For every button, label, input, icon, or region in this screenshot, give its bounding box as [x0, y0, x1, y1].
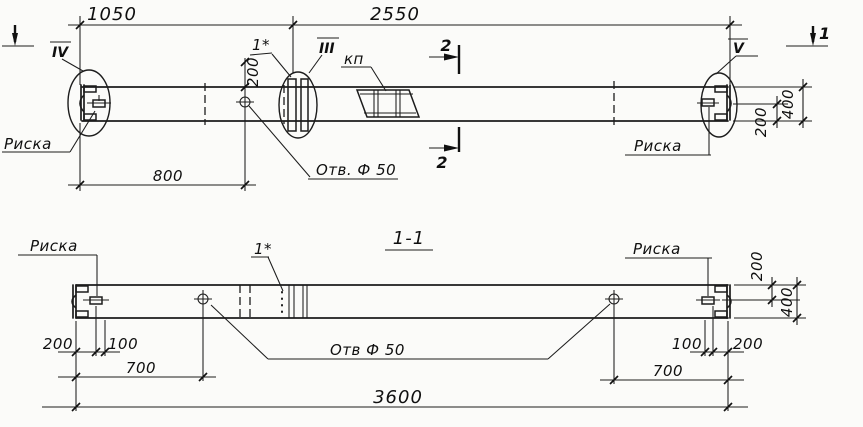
- dim-800: 800: [68, 111, 256, 191]
- hole-elevation: 200: [236, 57, 262, 111]
- mark-pos1-elev: 1*: [249, 36, 292, 78]
- detail-balloon-middle: [278, 71, 318, 139]
- left-end-plan: [71, 284, 109, 319]
- dim-3600: 3600: [42, 387, 748, 412]
- dims-right-end-elev: 200 400: [733, 79, 812, 137]
- mark-iv: IV: [50, 41, 84, 72]
- dims-left-small: 200 100: [43, 306, 138, 411]
- pos1-label-elev: 1*: [252, 36, 270, 54]
- left-end-detail: [67, 69, 111, 137]
- elevation-view: 1 1050 2550: [2, 4, 830, 191]
- riska-left-plan-label: Риска: [30, 237, 78, 255]
- dim-200-rot-plan: 200: [748, 251, 766, 281]
- dim-top: 1050 2550: [68, 4, 742, 85]
- riska-callout-left-elev: Риска: [2, 110, 96, 153]
- dim-100-right: 100: [672, 335, 702, 353]
- section-1-1-view: 1-1: [18, 228, 806, 412]
- dim-3600-label: 3600: [373, 387, 423, 408]
- section2-mark-top: 2: [429, 36, 461, 74]
- dim-400-end-elev: 400: [779, 89, 797, 119]
- right-end-detail: [697, 72, 738, 138]
- mark-iii-label: III: [319, 41, 335, 57]
- dim-700-right: 700: [600, 362, 744, 385]
- kp-bracket: [355, 89, 421, 118]
- dim-200-end-elev: 200: [752, 107, 770, 137]
- hole-label-elev: Отв. Ф 50: [316, 161, 396, 179]
- dim-200-hole: 200: [244, 57, 262, 87]
- dim-700-left: 700: [58, 359, 216, 382]
- dim-2550: 2550: [370, 4, 420, 25]
- beam-plan: [75, 284, 729, 319]
- section2-top-label: 2: [440, 36, 451, 55]
- riska-right-elev-label: Риска: [634, 137, 682, 155]
- mark-v-label: V: [733, 41, 745, 57]
- riska-mark-left-plan: [83, 296, 109, 305]
- hole-callout-elev: Отв. Ф 50: [248, 105, 398, 180]
- view-mark-right-label: 1: [819, 24, 830, 43]
- kp-callout: кп: [341, 50, 387, 92]
- dim-200-right: 200: [733, 335, 763, 353]
- riska-mark-right-plan: [696, 296, 720, 305]
- dim-800-label: 800: [153, 167, 183, 185]
- detail-balloon-right: [700, 72, 738, 138]
- riska-callout-right-plan: Риска: [625, 240, 712, 296]
- riska-right-plan-label: Риска: [633, 240, 681, 258]
- riska-mark-left-elev: [87, 95, 111, 108]
- section2-bottom-label: 2: [436, 153, 447, 172]
- riska-left-elev-label: Риска: [4, 135, 52, 153]
- hole-plan-right: [605, 290, 623, 384]
- hole-label-plan: Отв Ф 50: [330, 341, 405, 359]
- pos1-label-plan: 1*: [254, 240, 272, 258]
- kp-label: кп: [344, 50, 364, 68]
- hole-plan-left: [194, 290, 212, 381]
- dim-100-left: 100: [108, 335, 138, 353]
- dim-400-rot-plan: 400: [778, 287, 796, 317]
- section-title: 1-1: [385, 228, 433, 251]
- dims-right-end-plan: 200 400: [722, 251, 806, 325]
- dims-right-small: 100 200: [672, 306, 763, 411]
- mark-v: V: [715, 38, 758, 75]
- riska-mark-right-elev: [697, 98, 719, 107]
- hole-callout-plan: Отв Ф 50: [210, 303, 611, 360]
- dim-700-left-label: 700: [126, 359, 156, 377]
- riska-callout-left-plan: Риска: [18, 237, 98, 296]
- section-title-label: 1-1: [393, 228, 425, 249]
- section2-mark-bottom: 2: [429, 127, 461, 172]
- right-end-plan: [696, 284, 732, 319]
- middle-joint-detail: [278, 71, 318, 139]
- dim-700-right-label: 700: [653, 362, 683, 380]
- mark-iii: III: [308, 37, 339, 74]
- beam-elevation: [81, 81, 729, 128]
- view-mark-right: 1: [786, 24, 830, 47]
- view-mark-left: [2, 25, 34, 47]
- dim-200-left: 200: [43, 335, 73, 353]
- mark-iv-label: IV: [52, 45, 69, 61]
- mark-pos1-plan: 1*: [251, 240, 284, 292]
- riska-callout-right-elev: Риска: [625, 107, 711, 156]
- dim-1050: 1050: [87, 4, 137, 25]
